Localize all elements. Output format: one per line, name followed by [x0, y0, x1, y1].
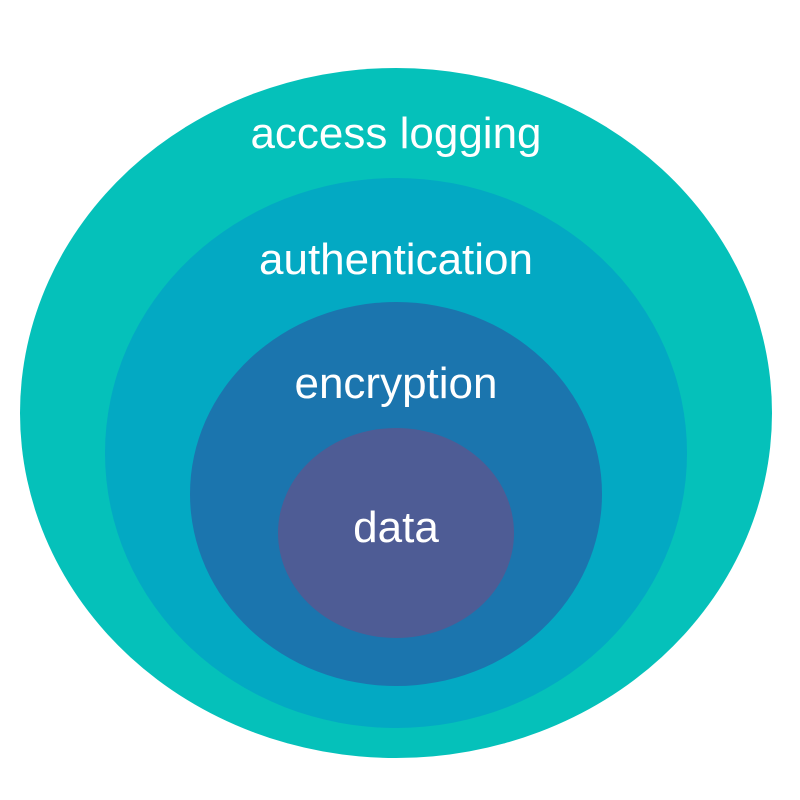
layer-label-encryption: encryption	[294, 359, 498, 408]
layer-label-authentication: authentication	[259, 235, 533, 284]
layer-data: data	[278, 428, 514, 638]
layer-label-data: data	[353, 503, 439, 552]
layer-label-access-logging: access logging	[250, 109, 542, 158]
